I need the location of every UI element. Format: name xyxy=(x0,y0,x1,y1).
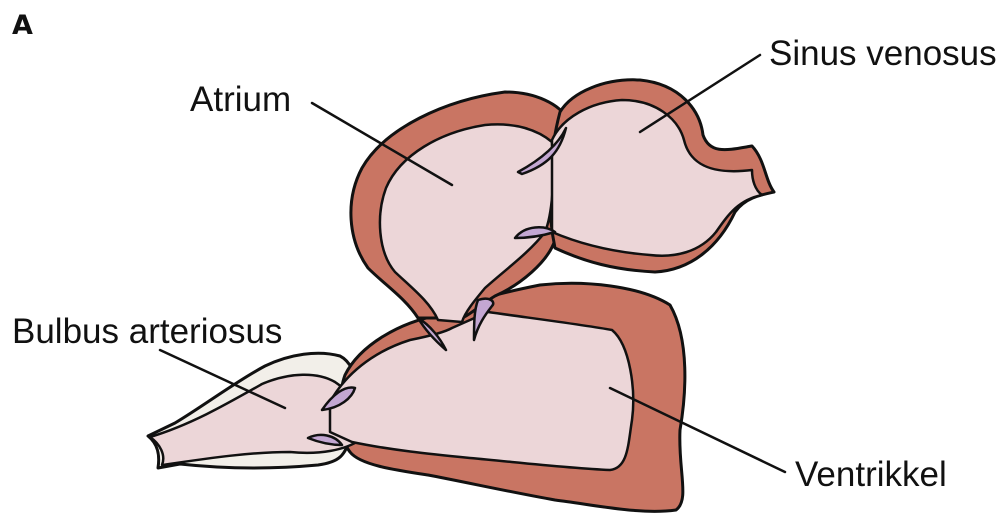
sinus-venosus-label: Sinus venosus xyxy=(769,36,997,71)
panel-letter: A xyxy=(12,12,33,39)
ventrikkel-label: Ventrikkel xyxy=(795,457,947,492)
bulbus-arteriosus-label: Bulbus arteriosus xyxy=(12,314,282,349)
ventricle-lumen xyxy=(330,312,633,470)
atrium-label: Atrium xyxy=(190,82,291,117)
sinus-venosus-lumen xyxy=(552,100,762,256)
